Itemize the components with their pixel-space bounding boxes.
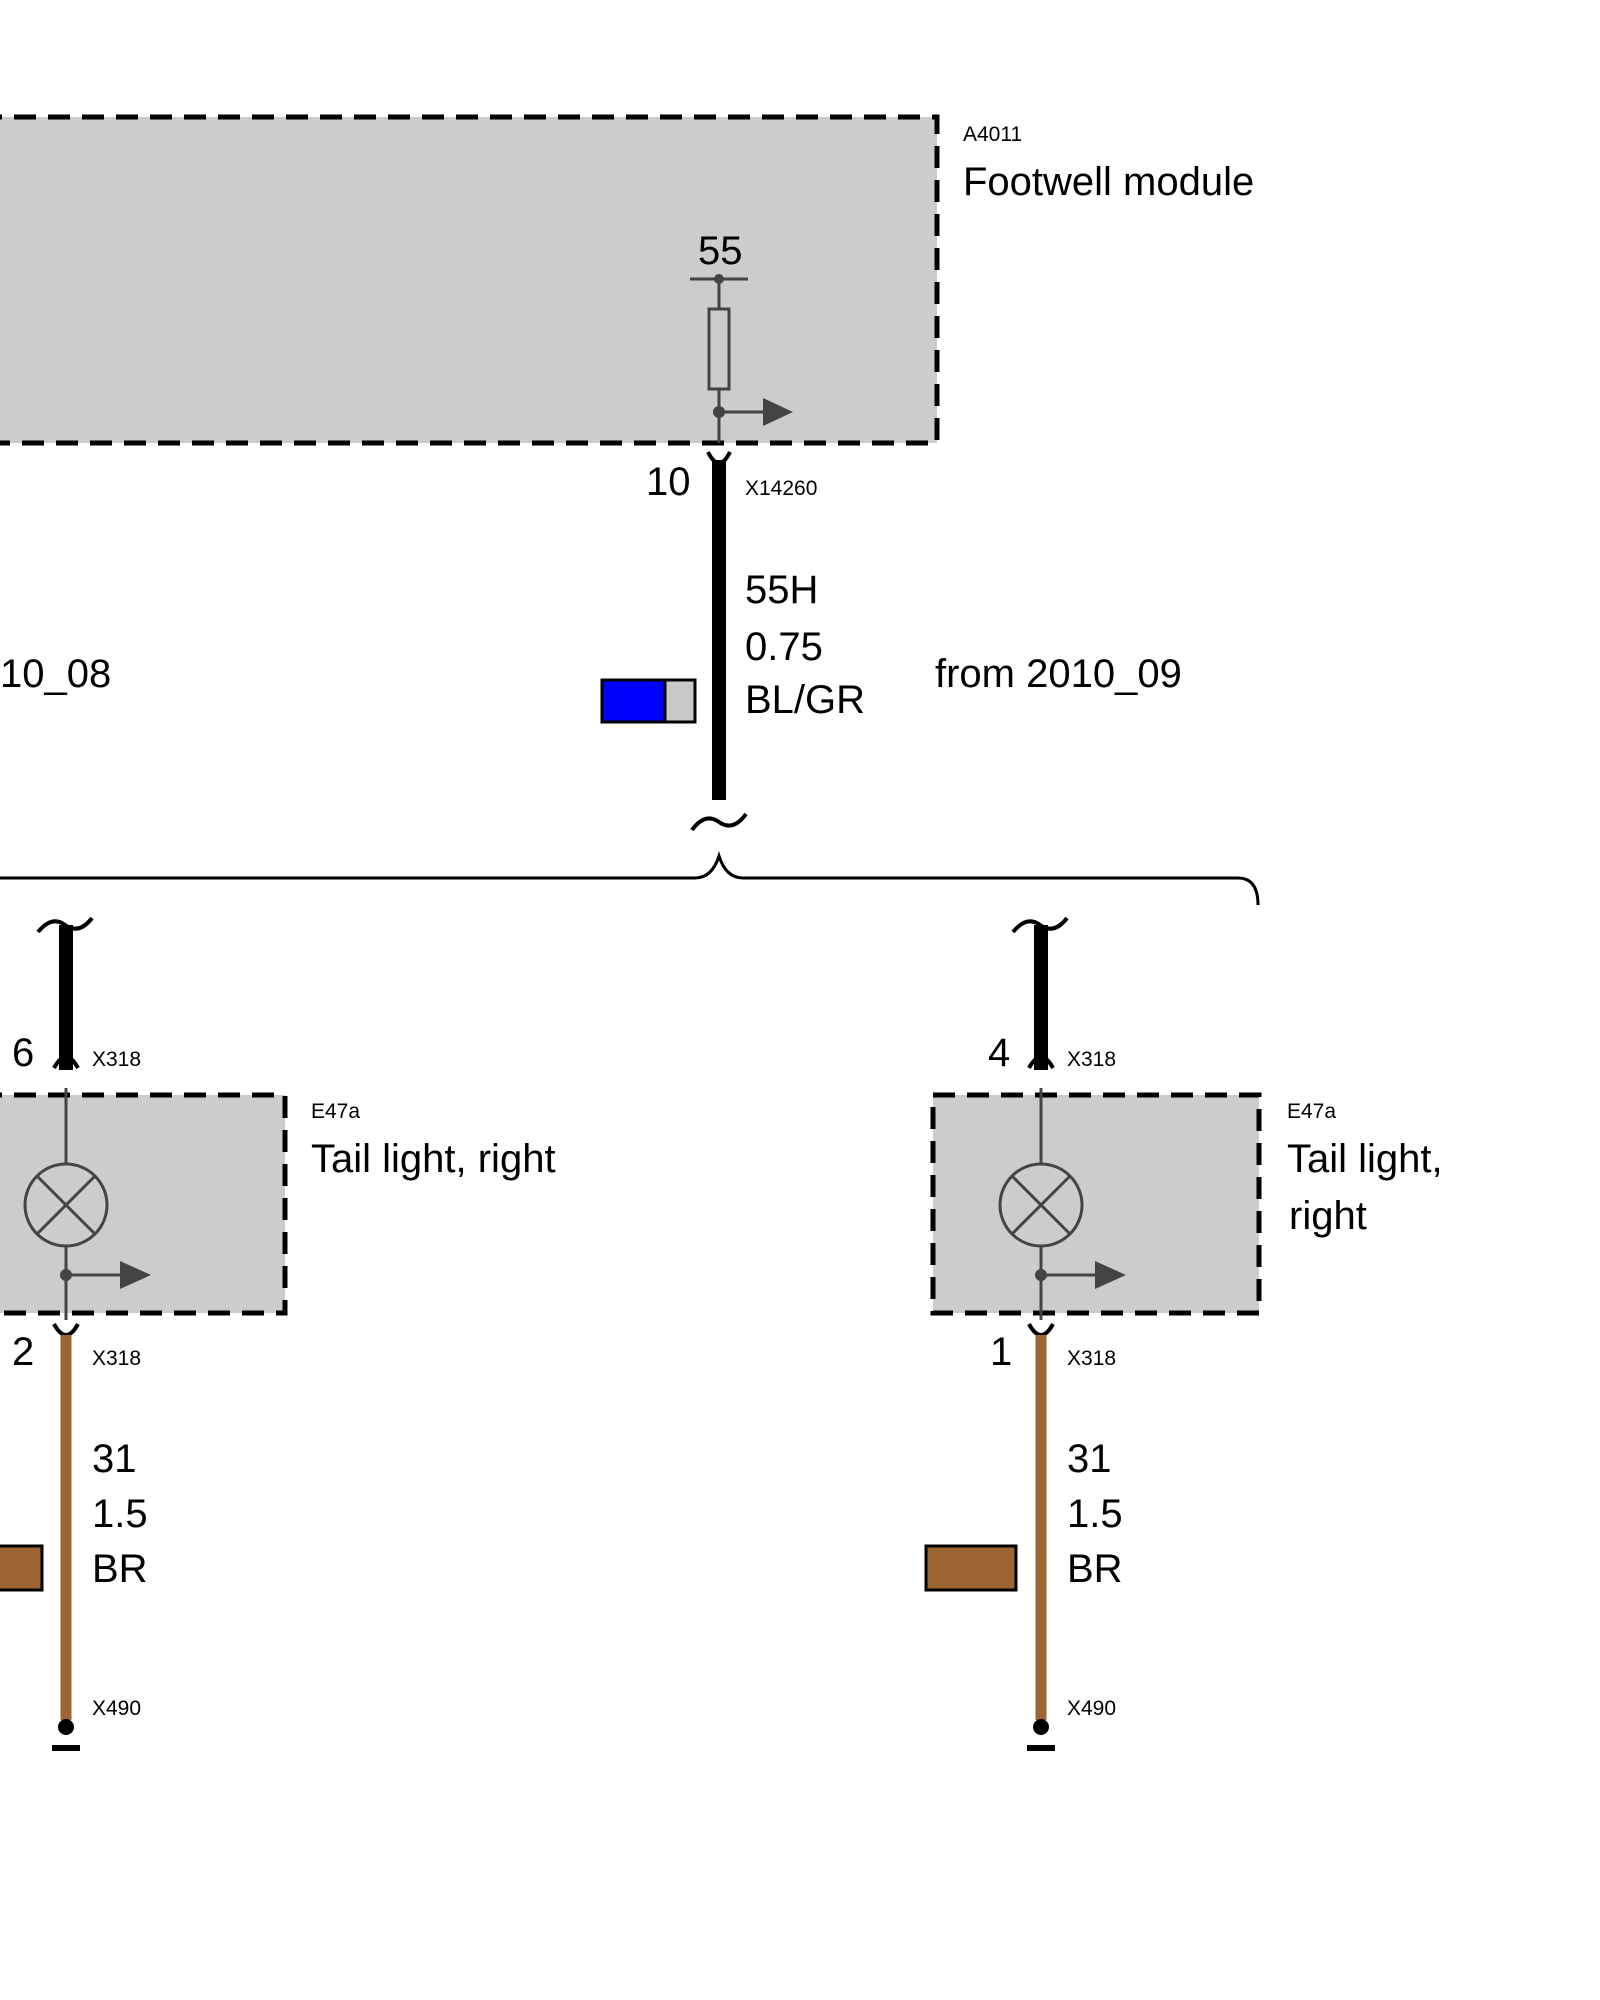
left-pin-in: 6 <box>12 1031 34 1075</box>
right-connector-in: X318 <box>1067 1048 1116 1071</box>
right-tail-code: E47a <box>1287 1100 1336 1123</box>
right-lower-connector-cup <box>1027 1322 1055 1337</box>
main-wire-size: 0.75 <box>745 625 823 669</box>
right-lamp-cross-b <box>1010 1174 1072 1236</box>
variant-right-label: from 2010_09 <box>935 652 1182 696</box>
main-wire-swatch-gray <box>663 678 697 724</box>
left-tail-code: E47a <box>311 1100 360 1123</box>
right-pin-in: 4 <box>988 1031 1010 1075</box>
main-wire-signal: 55H <box>745 568 818 612</box>
right-ground-bar <box>1027 1745 1055 1751</box>
left-ground-bar <box>52 1745 80 1751</box>
left-ground-point: X490 <box>92 1697 141 1720</box>
left-tail-name: Tail light, right <box>311 1137 556 1181</box>
footwell-module-box <box>0 114 940 446</box>
module-output-pin: 10 <box>646 460 691 504</box>
variant-left-label: 10_08 <box>0 652 111 696</box>
left-connector-out: X318 <box>92 1347 141 1370</box>
left-output-arrow-head <box>120 1261 151 1289</box>
right-tail-name-line2: right <box>1289 1194 1367 1238</box>
left-upper-connector-cup <box>52 1055 80 1070</box>
right-connector-out: X318 <box>1067 1347 1116 1370</box>
left-ground-signal: 31 <box>92 1437 137 1481</box>
left-ground-color-code: BR <box>92 1547 148 1591</box>
module-pin-label: 55 <box>698 229 743 273</box>
left-connector-in: X318 <box>92 1048 141 1071</box>
output-arrow-head <box>763 398 793 426</box>
left-ground-swatch <box>0 1544 44 1592</box>
main-wire-color-code: BL/GR <box>745 678 865 722</box>
left-lamp-cross-b <box>35 1174 97 1236</box>
right-ground-point: X490 <box>1067 1697 1116 1720</box>
right-ground-color-code: BR <box>1067 1547 1123 1591</box>
right-upper-connector-cup <box>1027 1055 1055 1070</box>
left-pin-out: 2 <box>12 1330 34 1374</box>
variant-brace <box>0 851 1260 906</box>
left-lower-connector-cup <box>52 1322 80 1337</box>
main-wire-break-symbol <box>690 812 748 832</box>
right-ground-point-dot <box>1033 1719 1049 1735</box>
module-name: Footwell module <box>963 160 1254 204</box>
module-connector: X14260 <box>745 477 817 500</box>
left-ground-size: 1.5 <box>92 1492 148 1536</box>
right-ground-size: 1.5 <box>1067 1492 1123 1536</box>
main-wire-swatch-blue <box>600 678 667 724</box>
right-tail-name-line1: Tail light, <box>1287 1137 1443 1181</box>
left-ground-point-dot <box>58 1719 74 1735</box>
left-tail-light-box <box>0 1092 288 1316</box>
module-code: A4011 <box>963 123 1022 146</box>
right-output-arrow-head <box>1095 1261 1126 1289</box>
right-ground-signal: 31 <box>1067 1437 1112 1481</box>
right-pin-out: 1 <box>990 1330 1012 1374</box>
right-ground-swatch <box>924 1544 1018 1592</box>
